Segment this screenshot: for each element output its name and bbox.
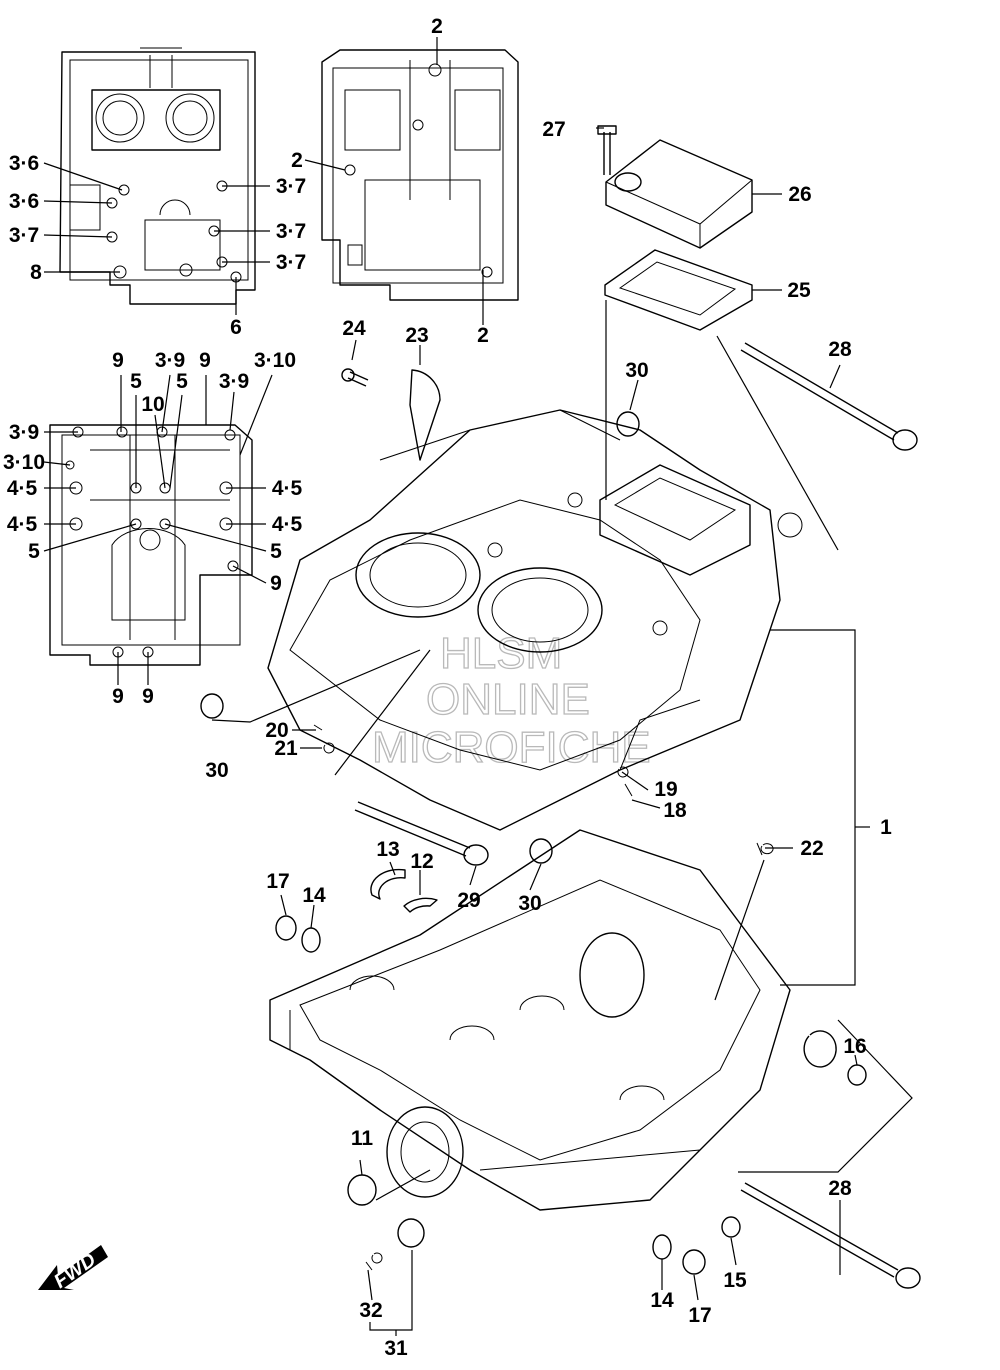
- callout-9-e: 9: [142, 685, 154, 708]
- callout-26: 26: [788, 183, 811, 206]
- callout-4-5-d: 4·5: [272, 513, 303, 536]
- callout-5-c: 5: [28, 540, 40, 563]
- callout-2-bottom: 2: [477, 324, 489, 347]
- callout-3-7-a: 3·7: [276, 175, 306, 198]
- inset-upper-crankcase-top: [59, 47, 256, 305]
- callout-19: 19: [654, 778, 677, 801]
- callout-23: 23: [405, 324, 428, 347]
- callout-2-left: 2: [291, 149, 303, 172]
- callout-4-5-a: 4·5: [7, 477, 38, 500]
- callout-17-lower: 17: [688, 1304, 711, 1327]
- callout-9-c: 9: [270, 572, 282, 595]
- callout-20: 20: [265, 719, 288, 742]
- callout-4-5-c: 4·5: [272, 477, 303, 500]
- callout-5-b: 5: [176, 370, 188, 393]
- callout-14-lower: 14: [650, 1289, 674, 1312]
- callout-3-6-b: 3·6: [9, 190, 39, 213]
- watermark-line-3: MICROFICHE: [372, 723, 651, 772]
- callout-3-9-c: 3·9: [9, 421, 39, 444]
- callout-13: 13: [376, 838, 399, 861]
- callout-labels: 2 2 2 3·6 3·6 3·7 8 6 3·7 3·7 3·7 9 3·9 …: [3, 15, 892, 1360]
- callout-4-5-b: 4·5: [7, 513, 38, 536]
- breather-cover-assembly: [597, 125, 753, 331]
- callout-31: 31: [384, 1337, 408, 1360]
- callout-10: 10: [141, 393, 164, 416]
- callout-3-7-left: 3·7: [9, 224, 39, 247]
- callout-6: 6: [230, 316, 242, 339]
- watermark-line-1: HLSM: [440, 629, 562, 678]
- callout-30-b: 30: [205, 759, 228, 782]
- leader-lines: [43, 37, 913, 1336]
- callout-21: 21: [274, 737, 298, 760]
- callout-9-a: 9: [112, 349, 124, 372]
- callout-29: 29: [457, 889, 480, 912]
- callout-22: 22: [800, 837, 823, 860]
- callout-3-6-a: 3·6: [9, 152, 39, 175]
- callout-25: 25: [787, 279, 811, 302]
- callout-18: 18: [663, 799, 687, 822]
- callout-3-7-c: 3·7: [276, 251, 306, 274]
- callout-15: 15: [723, 1269, 747, 1292]
- callout-3-7-b: 3·7: [276, 220, 306, 243]
- callout-24: 24: [342, 317, 366, 340]
- lower-crankcase: [269, 829, 837, 1211]
- callout-12: 12: [410, 850, 433, 873]
- watermark: HLSM ONLINE MICROFICHE: [371, 628, 651, 772]
- bolt-29: [354, 801, 489, 866]
- callout-9-d: 9: [112, 685, 124, 708]
- callout-3-9-a: 3·9: [155, 349, 185, 372]
- fwd-direction-badge: FWD: [38, 1245, 108, 1293]
- callout-5-a: 5: [130, 370, 142, 393]
- callout-2-top: 2: [431, 15, 443, 38]
- callout-11: 11: [351, 1127, 374, 1150]
- callout-16: 16: [843, 1035, 866, 1058]
- callout-32: 32: [359, 1299, 382, 1322]
- callout-1: 1: [880, 816, 892, 839]
- inset-lower-crankcase: [49, 424, 253, 666]
- callout-3-10-a: 3·10: [254, 349, 296, 372]
- callout-27: 27: [542, 118, 565, 141]
- callout-14-upper: 14: [302, 884, 326, 907]
- callout-3-10-b: 3·10: [3, 451, 45, 474]
- bolt-28-lower: [740, 1182, 921, 1289]
- callout-3-9-b: 3·9: [219, 370, 249, 393]
- callout-28-upper: 28: [828, 338, 852, 361]
- callout-8: 8: [30, 261, 42, 284]
- callout-30-a: 30: [625, 359, 648, 382]
- bearings-12-13: [370, 868, 438, 913]
- callout-5-d: 5: [270, 540, 282, 563]
- callout-17-upper: 17: [266, 870, 289, 893]
- bolt-28-upper: [740, 342, 918, 451]
- callout-30-c: 30: [518, 892, 541, 915]
- callout-9-b: 9: [199, 349, 211, 372]
- callout-28-lower: 28: [828, 1177, 852, 1200]
- upper-crankcase: [267, 409, 803, 831]
- watermark-line-2: ONLINE: [426, 675, 590, 724]
- inset-upper-crankcase-bottom: [321, 49, 519, 301]
- plugs-and-washers: [200, 368, 867, 1275]
